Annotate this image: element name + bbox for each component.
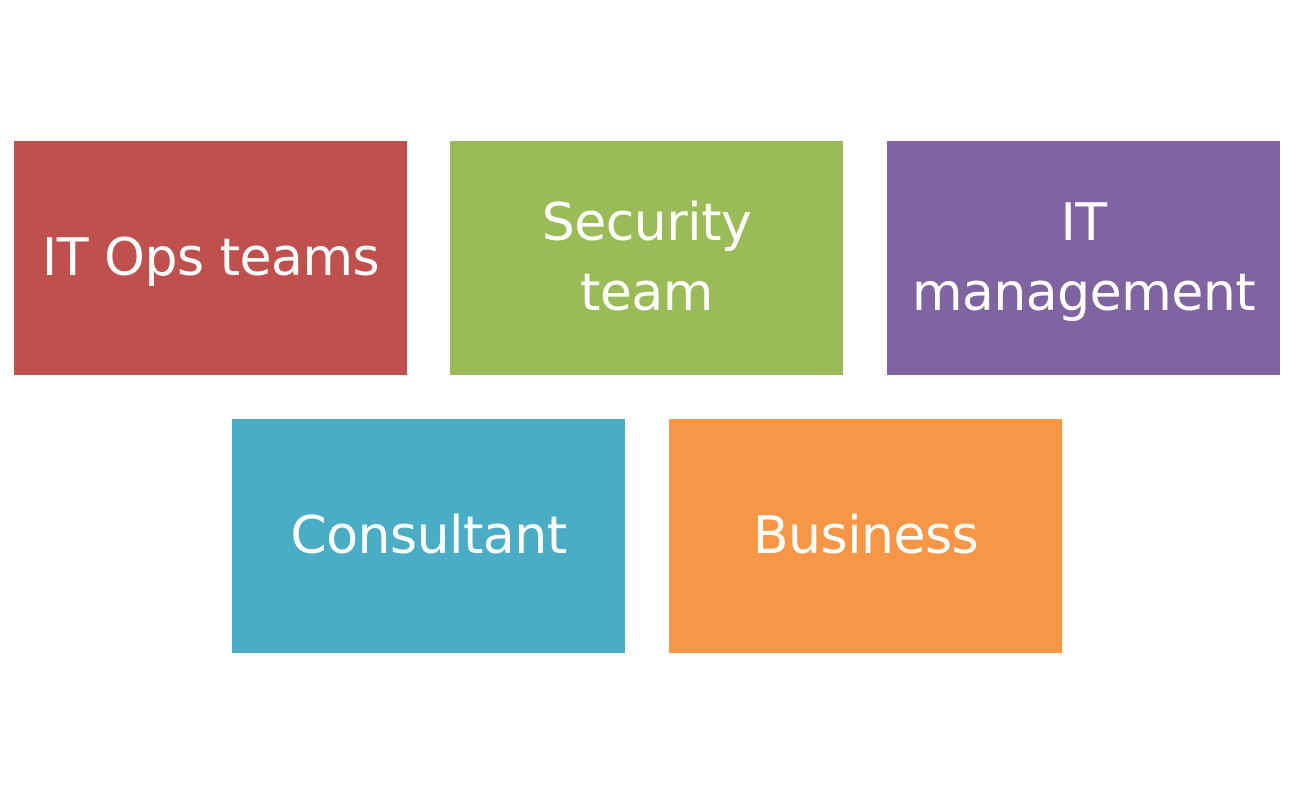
box-security-team: Security team [450, 141, 843, 375]
box-business: Business [669, 419, 1062, 653]
box-label: Consultant [290, 506, 567, 566]
box-label: IT Ops teams [41, 228, 380, 288]
box-it-management: IT management [887, 141, 1280, 375]
box-it-ops-teams: IT Ops teams [14, 141, 407, 375]
box-label: Business [752, 506, 979, 566]
box-label: Security team [541, 193, 752, 323]
box-consultant: Consultant [232, 419, 625, 653]
box-label: IT management [911, 193, 1256, 323]
